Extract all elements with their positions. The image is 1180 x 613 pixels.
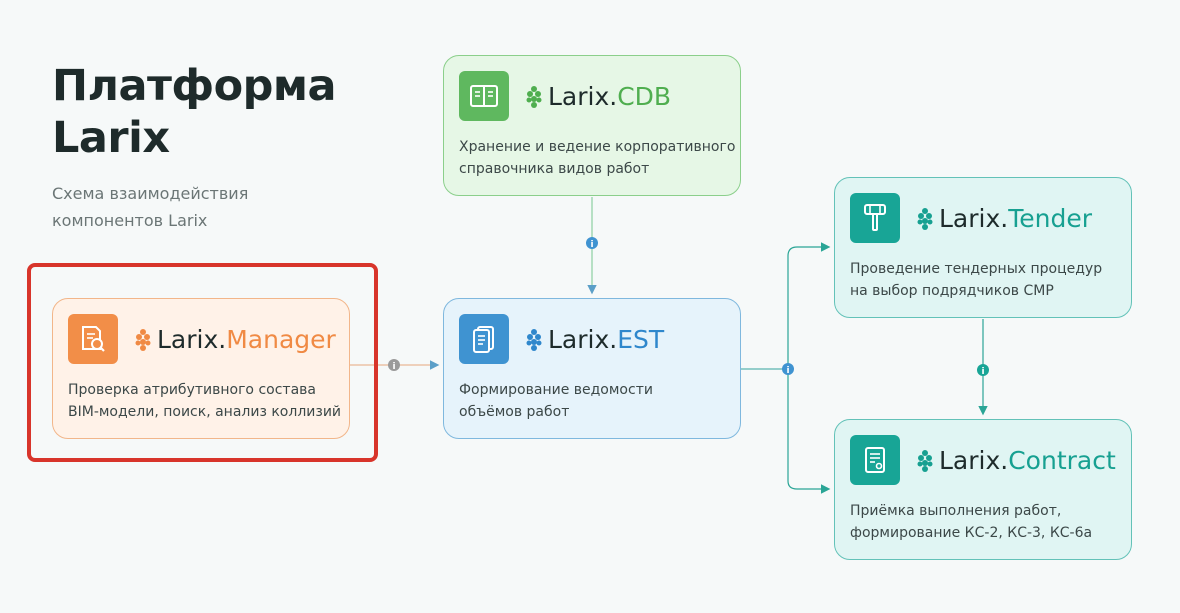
logo: Larix.Manager bbox=[133, 325, 336, 355]
page-subtitle: Схема взаимодействия компонентов Larix bbox=[52, 184, 249, 230]
node-description: Хранение и ведение корпоративного справо… bbox=[459, 139, 736, 177]
document-search-icon bbox=[68, 314, 118, 364]
svg-text:i: i bbox=[590, 240, 593, 250]
logo: Larix.EST bbox=[524, 325, 664, 355]
contract-icon bbox=[850, 435, 900, 485]
node-larix-tender[interactable]: Larix.Tender Проведение тендерных процед… bbox=[834, 177, 1132, 318]
info-dot-tender-contract bbox=[977, 364, 989, 376]
node-description: Проверка атрибутивного состава BIM-модел… bbox=[68, 382, 342, 420]
node-larix-cdb[interactable]: Larix.CDB Хранение и ведение корпоративн… bbox=[443, 55, 741, 196]
svg-text:i: i bbox=[786, 366, 789, 376]
node-larix-est[interactable]: Larix.EST Формирование ведомости объёмов… bbox=[443, 298, 741, 439]
node-larix-manager[interactable]: Larix.Manager Проверка атрибутивного сос… bbox=[52, 298, 350, 439]
logo: Larix.Contract bbox=[915, 446, 1116, 476]
book-icon bbox=[459, 71, 509, 121]
highlight-frame bbox=[27, 263, 378, 462]
info-dot-est-split bbox=[782, 363, 794, 375]
node-description: Формирование ведомости объёмов работ bbox=[459, 382, 653, 420]
info-dot-cdb-est bbox=[586, 237, 598, 249]
logo: Larix.CDB bbox=[524, 82, 671, 112]
pinecone-icon bbox=[917, 450, 933, 472]
gavel-icon bbox=[850, 193, 900, 243]
svg-text:i: i bbox=[981, 367, 984, 377]
pinecone-icon bbox=[526, 329, 542, 351]
pinecone-icon bbox=[526, 86, 542, 108]
svg-text:i: i bbox=[392, 362, 395, 372]
edge-est-contract bbox=[787, 369, 831, 494]
logo: Larix.Tender bbox=[915, 204, 1092, 234]
page-title: Платформа Larix bbox=[52, 61, 337, 163]
pinecone-icon bbox=[135, 329, 151, 351]
node-description: Проведение тендерных процедур на выбор п… bbox=[850, 261, 1103, 299]
info-dot-manager-est bbox=[388, 359, 400, 371]
edge-est-tender bbox=[787, 242, 831, 369]
node-larix-contract[interactable]: Larix.Contract Приёмка выполнения работ,… bbox=[834, 419, 1132, 560]
document-icon bbox=[459, 314, 509, 364]
node-description: Приёмка выполнения работ, формирование К… bbox=[850, 503, 1093, 541]
pinecone-icon bbox=[917, 208, 933, 230]
